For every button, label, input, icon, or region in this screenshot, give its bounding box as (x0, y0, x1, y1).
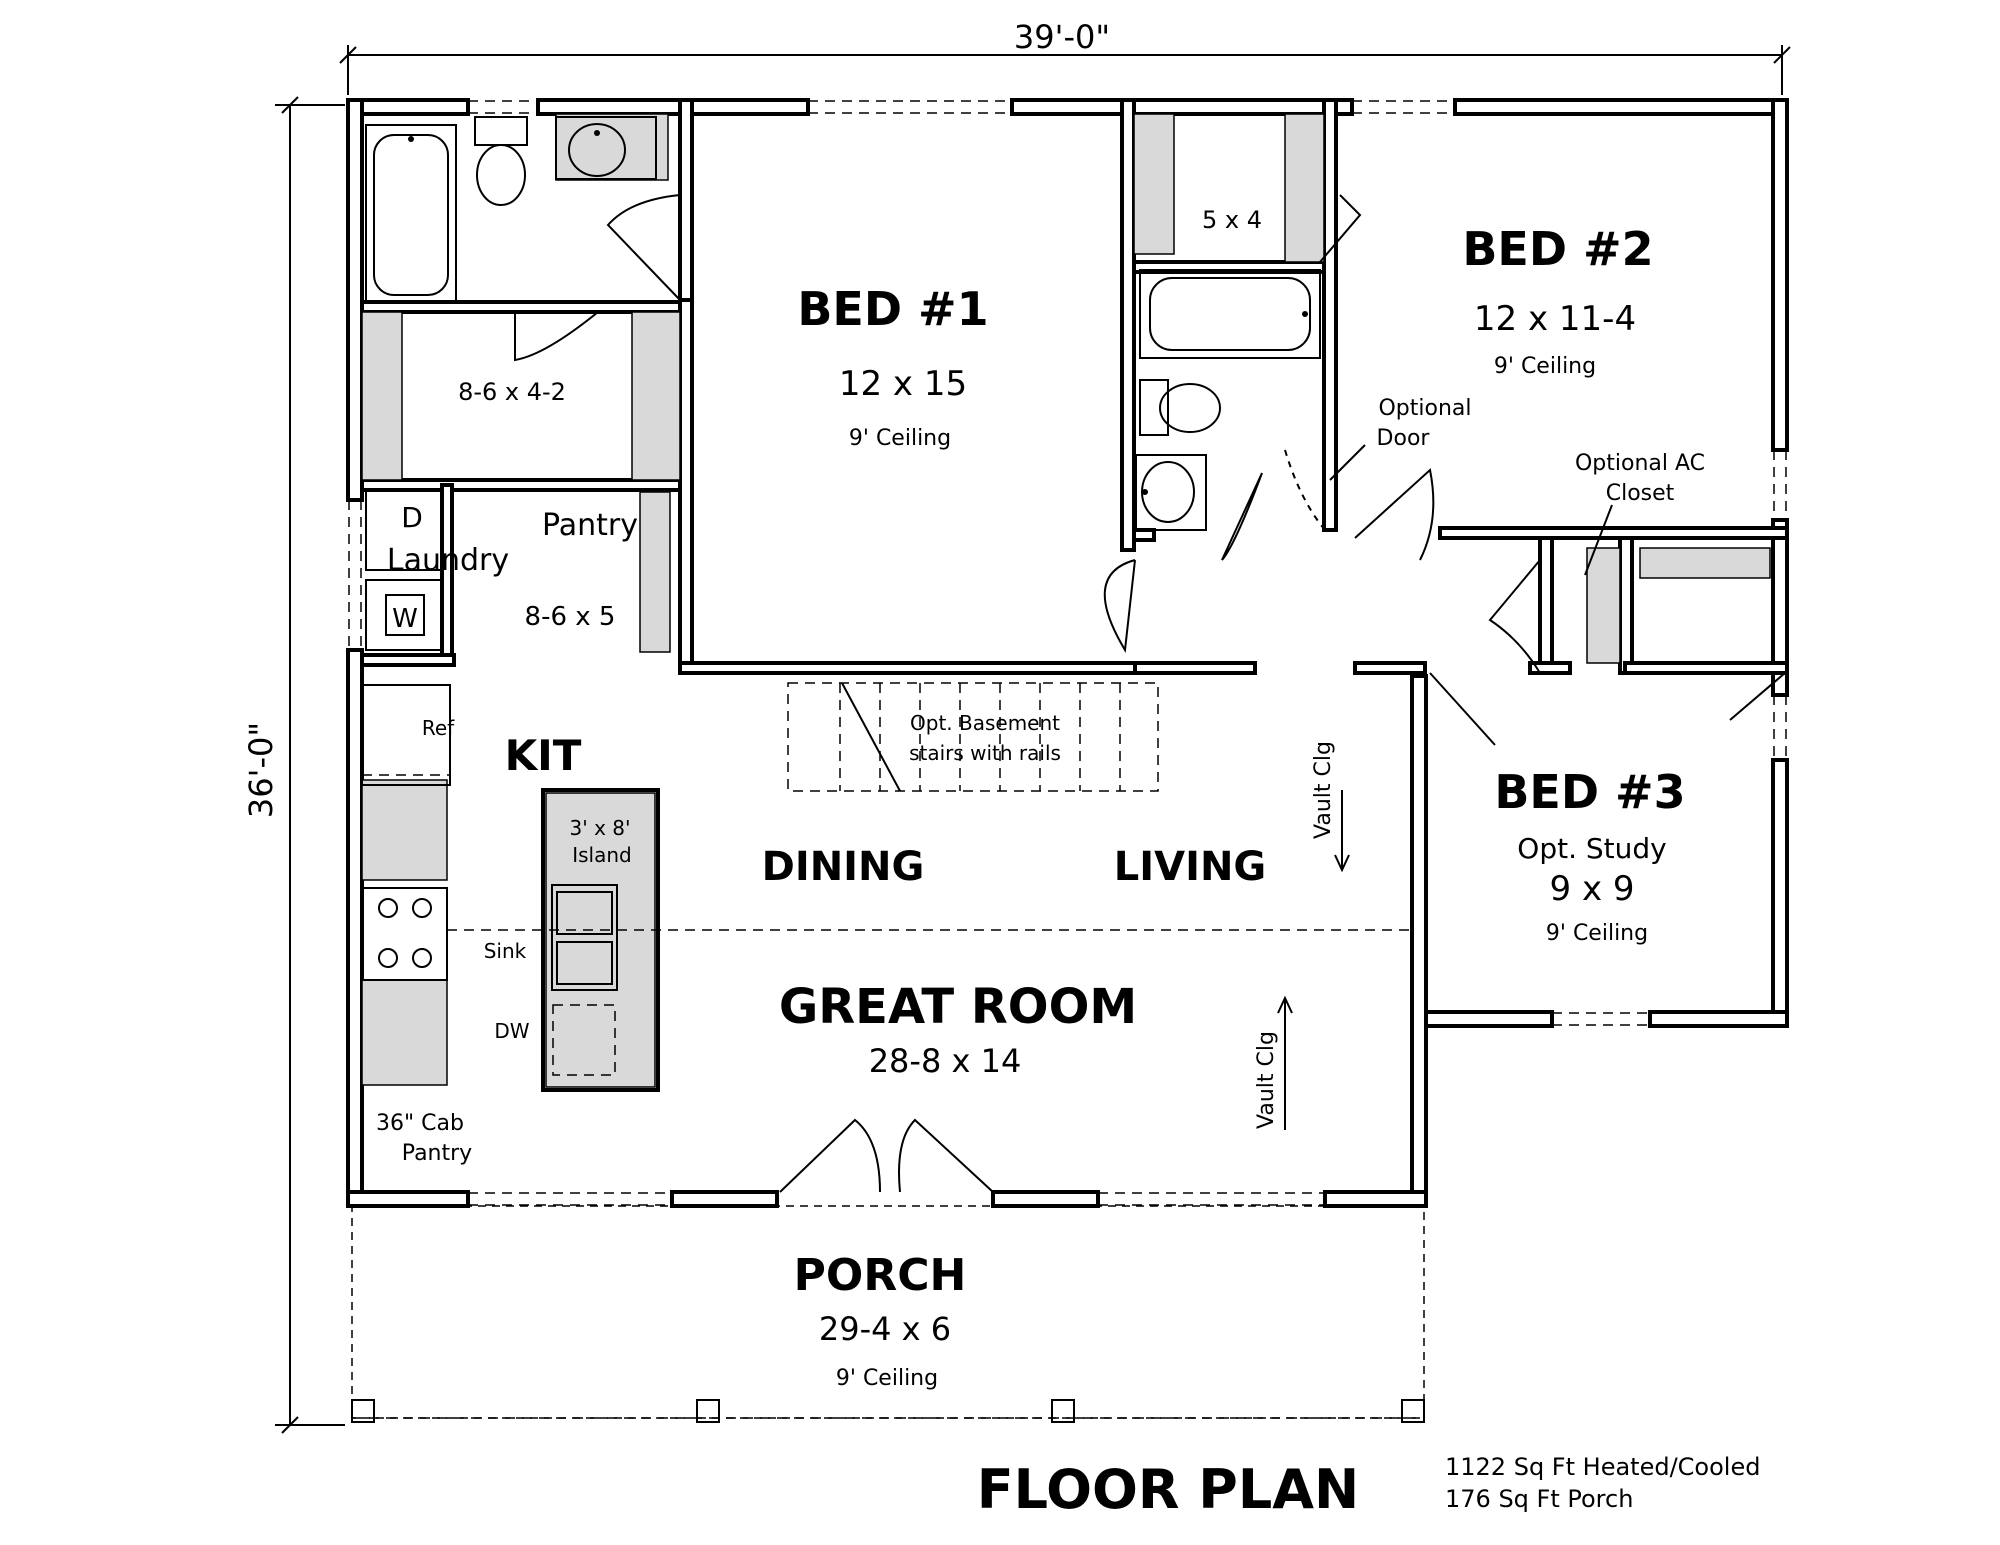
interior-walls (360, 98, 1789, 675)
bed3-size: 9 x 9 (1550, 869, 1635, 909)
bed2-ceiling: 9' Ceiling (1494, 354, 1596, 379)
bathtub-icon (365, 124, 457, 304)
depth-dimension: 36'-0" (242, 722, 280, 818)
great-room-size: 28-8 x 14 (869, 1042, 1022, 1080)
laundry-label: Laundry (387, 543, 509, 578)
kitchen-name: KIT (505, 731, 582, 780)
stairs-note-line1: Opt. Basement (910, 711, 1060, 735)
island-size: 3' x 8' (570, 816, 631, 840)
porch-area (351, 1205, 1425, 1423)
bathroom-sink-icon (555, 116, 657, 180)
living-name: LIVING (1114, 844, 1267, 890)
leader-lines (1329, 444, 1613, 576)
dining-name: DINING (762, 844, 925, 890)
plan-title: FLOOR PLAN (977, 1458, 1360, 1521)
washer-icon (365, 579, 443, 651)
bed2-name: BED #2 (1462, 222, 1653, 276)
porch-name: PORCH (794, 1250, 967, 1301)
vault-note-1: Vault Clg (1311, 741, 1336, 839)
bed2-size: 12 x 11-4 (1474, 299, 1636, 339)
bed1-size: 12 x 15 (839, 364, 967, 404)
bed1-ceiling: 9' Ceiling (849, 426, 951, 451)
toilet-2-icon (1139, 379, 1221, 436)
vault-arrow-2 (1277, 995, 1293, 1130)
bathtub-2-icon (1139, 269, 1321, 359)
refrigerator-icon (361, 684, 451, 786)
cab-pantry-label: Pantry (402, 1141, 472, 1166)
vault-note-2: Vault Clg (1254, 1031, 1279, 1129)
pantry-label: Pantry (542, 508, 638, 543)
porch-area-note: 176 Sq Ft Porch (1445, 1485, 1633, 1513)
dryer-icon (365, 489, 443, 571)
width-dimension: 39'-0" (1014, 18, 1110, 56)
basement-stairs (787, 682, 1159, 792)
bed3-ceiling: 9' Ceiling (1546, 921, 1648, 946)
porch-size: 29-4 x 6 (819, 1310, 951, 1348)
depth-dimension-line (275, 96, 345, 1434)
closet1-size: 8-6 x 4-2 (458, 378, 566, 406)
bed3-name: BED #3 (1494, 765, 1685, 819)
range-icon (361, 887, 448, 981)
sink-label: Sink (484, 939, 527, 963)
bed1-name: BED #1 (797, 282, 988, 336)
washer-label: W (392, 604, 418, 634)
porch-ceiling: 9' Ceiling (836, 1366, 938, 1391)
width-dimension-line (339, 45, 1791, 95)
optional-door-line1: Optional (1378, 396, 1471, 421)
pantry-size: 8-6 x 5 (525, 602, 616, 632)
optional-ac-line2: Closet (1606, 481, 1675, 506)
door-swings (514, 194, 1786, 1193)
optional-door-line2: Door (1377, 426, 1431, 451)
great-room-name: GREAT ROOM (779, 979, 1137, 1035)
toilet-icon (474, 116, 528, 206)
bed3-alt: Opt. Study (1517, 832, 1666, 865)
ref-label: Ref (422, 716, 455, 740)
island-icon (541, 788, 660, 1092)
island-label: Island (572, 843, 632, 867)
dryer-label: D (401, 501, 423, 534)
windows (348, 100, 1787, 1206)
vault-arrow-1 (1334, 790, 1350, 873)
exterior-walls (346, 98, 1789, 1208)
dw-label: DW (494, 1019, 529, 1043)
optional-ac-line1: Optional AC (1575, 451, 1705, 476)
stairs-note-line2: stairs with rails (909, 741, 1061, 765)
heated-area: 1122 Sq Ft Heated/Cooled (1445, 1453, 1760, 1481)
closet2-size: 5 x 4 (1202, 206, 1262, 234)
cab-label: 36" Cab (376, 1111, 464, 1136)
bathroom-sink-2-icon (1135, 454, 1207, 531)
